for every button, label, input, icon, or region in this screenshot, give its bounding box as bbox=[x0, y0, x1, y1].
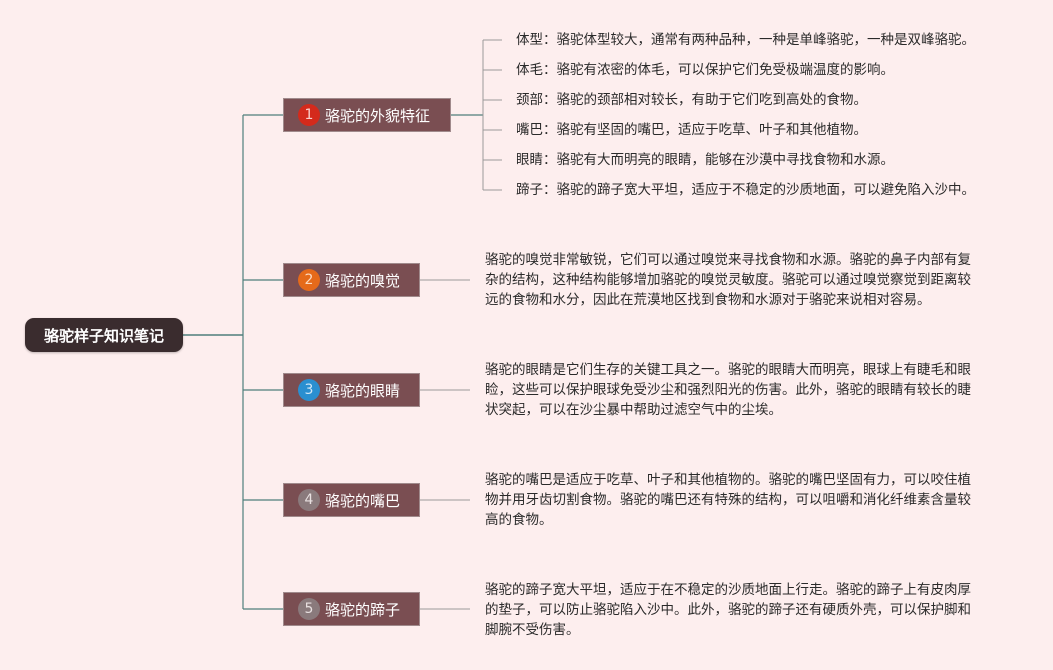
root-label: 骆驼样子知识笔记 bbox=[43, 326, 164, 345]
branch-node-smell[interactable]: 2 骆驼的嗅觉 bbox=[283, 263, 420, 297]
branch-label: 骆驼的眼睛 bbox=[325, 381, 401, 400]
branch-label: 骆驼的外貌特征 bbox=[325, 106, 431, 125]
paragraph-mouth[interactable]: 骆驼的嘴巴是适应于吃草、叶子和其他植物的。骆驼的嘴巴坚固有力，可以咬住植物并用牙… bbox=[485, 472, 971, 528]
paragraph-eyes[interactable]: 骆驼的眼睛是它们生存的关键工具之一。骆驼的眼睛大而明亮，眼球上有睫毛和眼睑，这些… bbox=[485, 362, 971, 418]
leaf-fur[interactable]: 体毛：骆驼有浓密的体毛，可以保护它们免受极端温度的影响。 bbox=[516, 62, 894, 78]
number-badge-icon: 5 bbox=[298, 598, 320, 620]
root-node[interactable]: 骆驼样子知识笔记 bbox=[25, 318, 183, 352]
paragraph-hooves[interactable]: 骆驼的蹄子宽大平坦，适应于在不稳定的沙质地面上行走。骆驼的蹄子上有皮肉厚的垫子，… bbox=[485, 582, 971, 638]
branch-node-eyes[interactable]: 3 骆驼的眼睛 bbox=[283, 373, 420, 407]
leaf-hooves[interactable]: 蹄子：骆驼的蹄子宽大平坦，适应于不稳定的沙质地面，可以避免陷入沙中。 bbox=[516, 182, 975, 198]
branch-node-appearance[interactable]: 1 骆驼的外貌特征 bbox=[283, 98, 451, 132]
paragraph-smell[interactable]: 骆驼的嗅觉非常敏锐，它们可以通过嗅觉来寻找食物和水源。骆驼的鼻子内部有复杂的结构… bbox=[485, 252, 971, 308]
leaf-eyes[interactable]: 眼睛：骆驼有大而明亮的眼睛，能够在沙漠中寻找食物和水源。 bbox=[516, 152, 894, 168]
leaf-neck[interactable]: 颈部：骆驼的颈部相对较长，有助于它们吃到高处的食物。 bbox=[516, 92, 867, 108]
number-badge-icon: 4 bbox=[298, 489, 320, 511]
number-badge-icon: 1 bbox=[298, 104, 320, 126]
branch-node-hooves[interactable]: 5 骆驼的蹄子 bbox=[283, 592, 420, 626]
branch-label: 骆驼的蹄子 bbox=[325, 600, 401, 619]
branch-label: 骆驼的嗅觉 bbox=[325, 271, 401, 290]
branch-node-mouth[interactable]: 4 骆驼的嘴巴 bbox=[283, 483, 420, 517]
leaf-mouth[interactable]: 嘴巴：骆驼有坚固的嘴巴，适应于吃草、叶子和其他植物。 bbox=[516, 122, 867, 138]
leaf-body-size[interactable]: 体型：骆驼体型较大，通常有两种品种，一种是单峰骆驼，一种是双峰骆驼。 bbox=[516, 32, 975, 48]
number-badge-icon: 3 bbox=[298, 379, 320, 401]
branch-label: 骆驼的嘴巴 bbox=[325, 491, 401, 510]
number-badge-icon: 2 bbox=[298, 269, 320, 291]
